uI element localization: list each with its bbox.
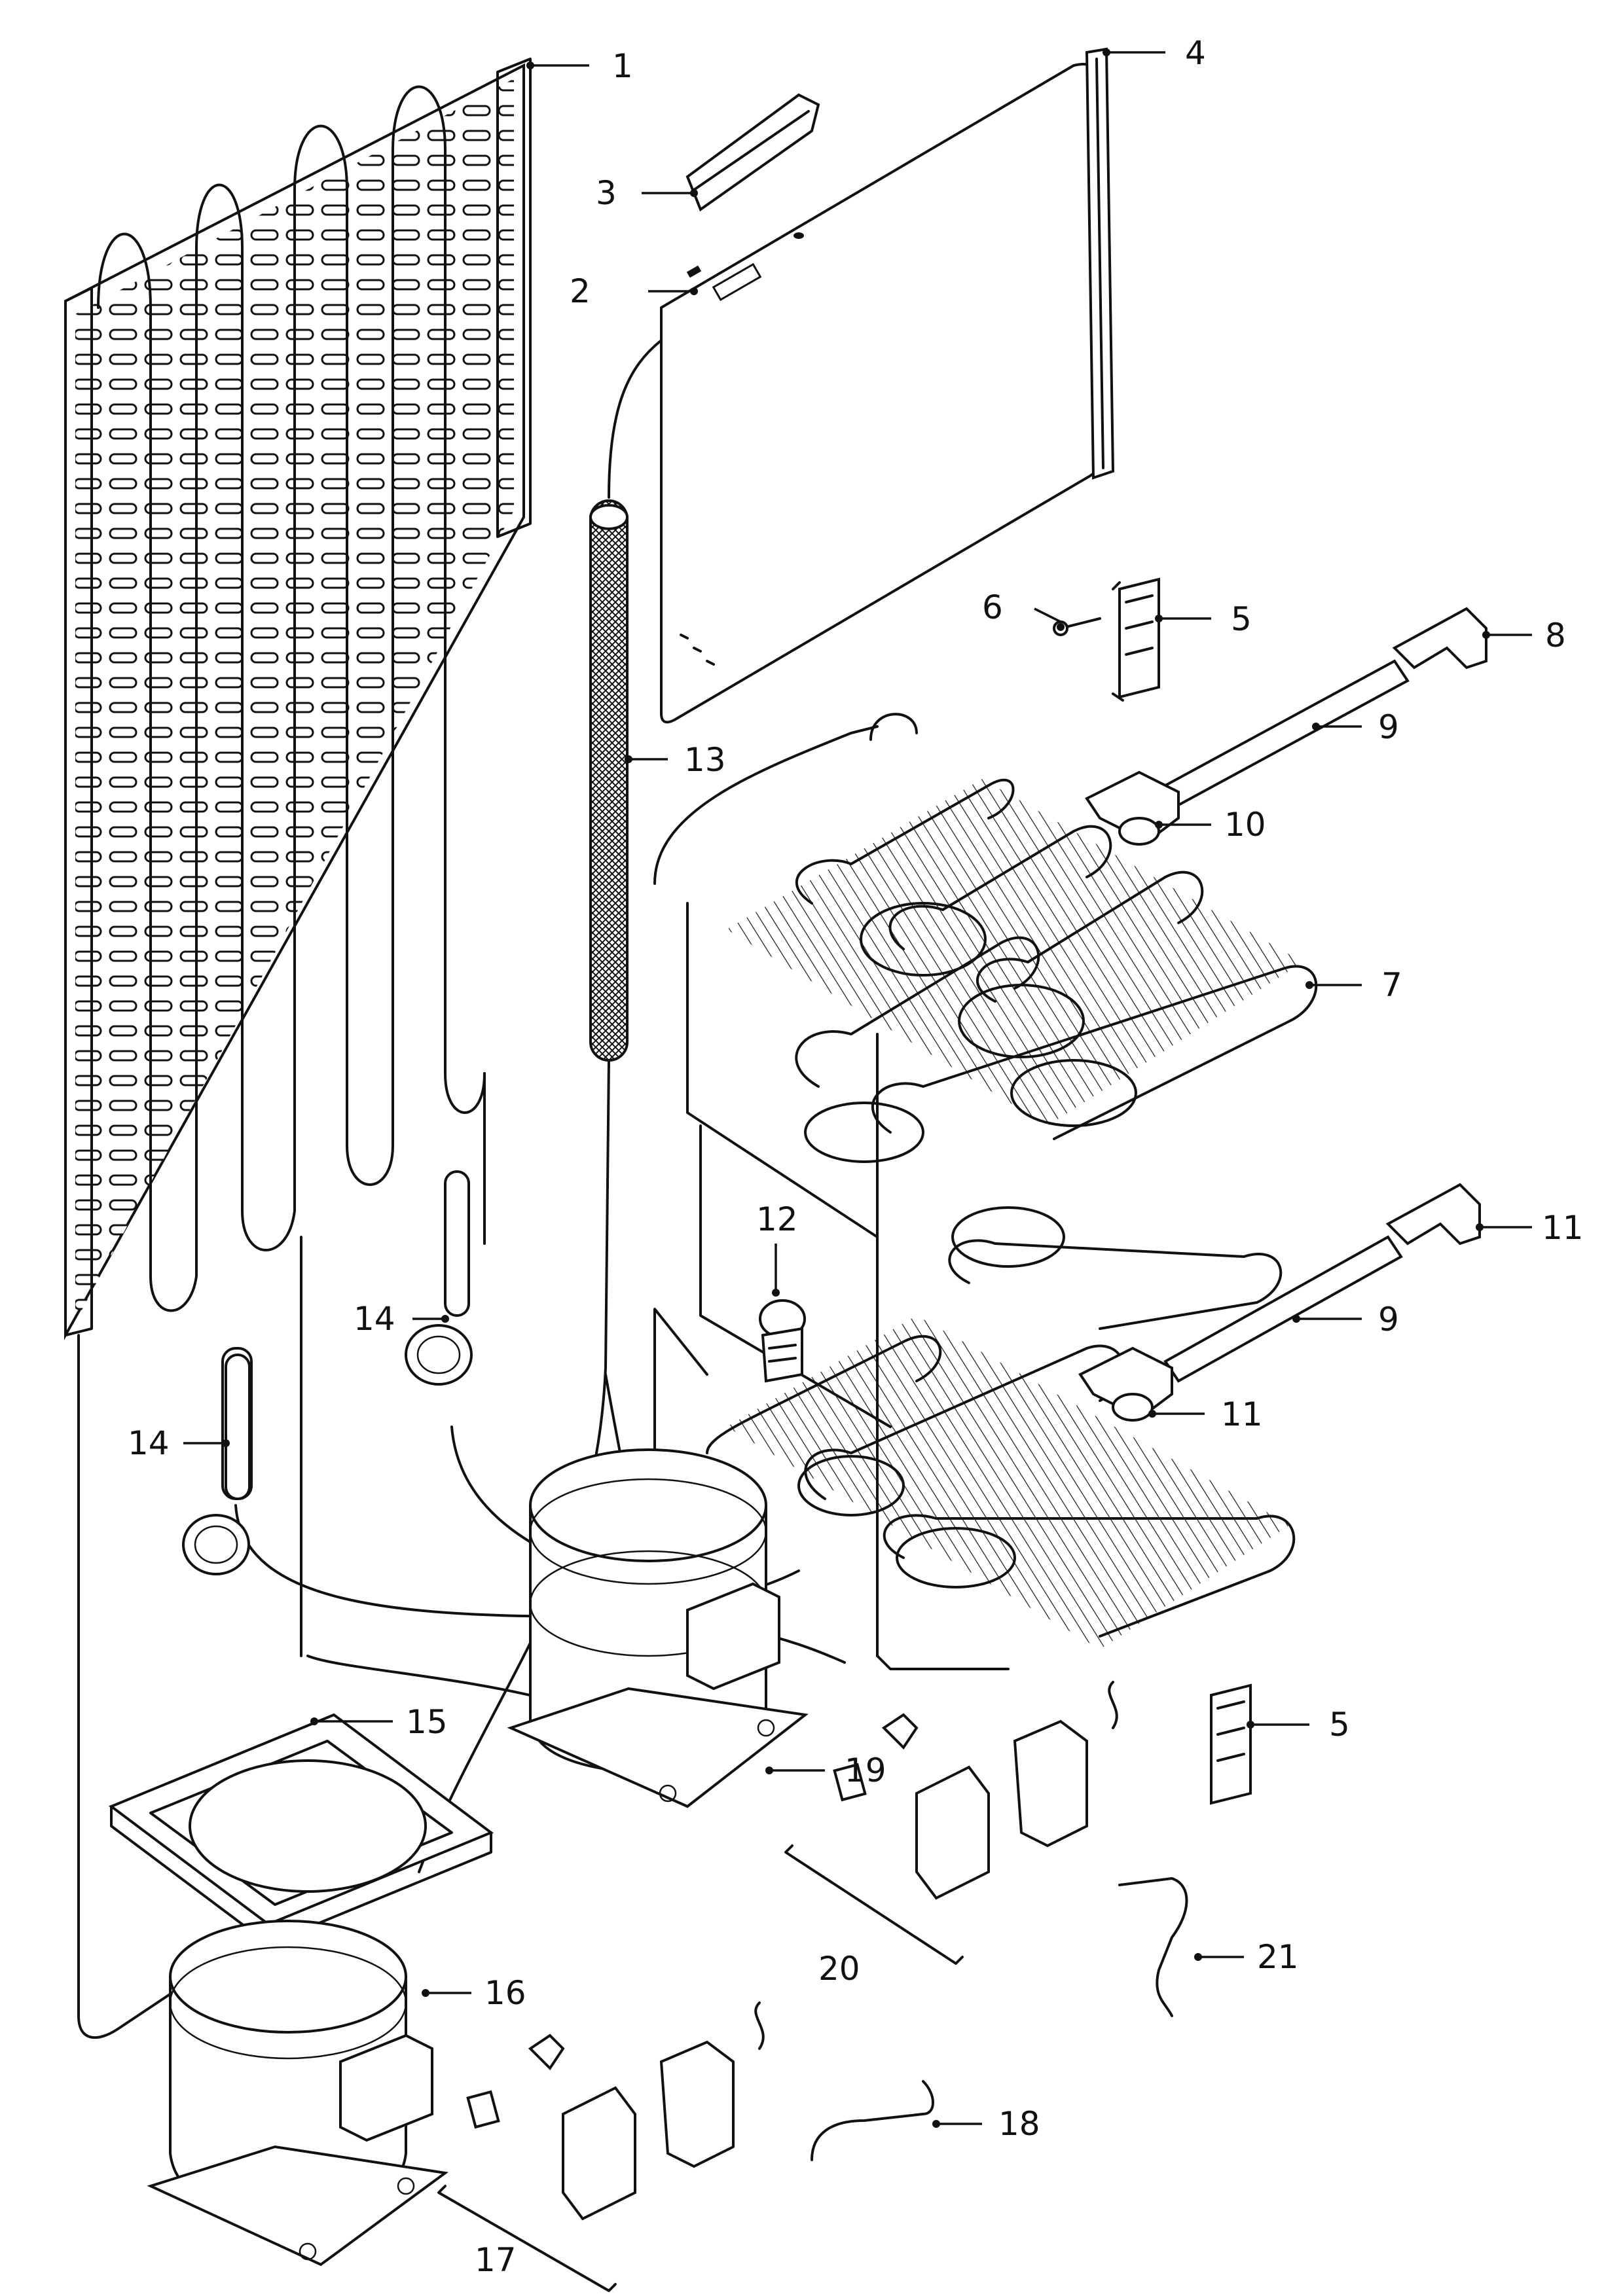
callout-numbers: 1 2 3 4 5 6 7 8 9 10 11 9 11 12 13 14 14…	[128, 34, 1584, 2279]
bracket-5-lower	[1210, 1683, 1252, 1805]
thermostat-clip-12	[759, 1299, 806, 1383]
callout-20: 20	[818, 1950, 860, 1988]
bracket-5-upper	[1112, 577, 1160, 702]
callout-3: 3	[596, 174, 617, 212]
callout-14-right: 14	[354, 1300, 395, 1338]
callout-12: 12	[756, 1200, 798, 1238]
callout-8: 8	[1545, 617, 1566, 655]
callout-21: 21	[1257, 1938, 1299, 1976]
relay-kit-17	[437, 2001, 765, 2292]
callout-16: 16	[484, 1974, 526, 2012]
lower-evaporator-shelf	[653, 1046, 1296, 1670]
wire-21	[1118, 1877, 1188, 2017]
drier-14-left	[182, 1354, 251, 1575]
fan-frame-15	[108, 1713, 494, 1945]
callout-1: 1	[612, 47, 633, 85]
callout-15: 15	[406, 1703, 448, 1741]
leader-lines	[183, 48, 1532, 2128]
rail-upper	[1085, 607, 1487, 846]
rail-lower	[1078, 1183, 1481, 1422]
wire-18	[811, 2080, 934, 2161]
callout-5-lower: 5	[1329, 1706, 1350, 1744]
compressor-19	[507, 1448, 809, 1808]
upper-evaporator-shelf	[653, 713, 1318, 1238]
relay-kit-20	[784, 1681, 1118, 1965]
callout-11-lower: 11	[1221, 1395, 1263, 1433]
callout-19: 19	[845, 1751, 886, 1789]
callout-13: 13	[684, 741, 726, 779]
callout-5-upper: 5	[1231, 600, 1252, 638]
callout-7: 7	[1381, 966, 1402, 1004]
drier-14-right	[405, 1170, 473, 1386]
callout-18: 18	[998, 2105, 1040, 2143]
callout-11-upper: 11	[1542, 1209, 1584, 1247]
evaporator-plate	[608, 63, 1101, 724]
callout-4: 4	[1185, 34, 1206, 72]
callout-14-left: 14	[128, 1424, 170, 1462]
callout-6: 6	[982, 588, 1003, 626]
callout-17: 17	[475, 2241, 517, 2279]
callout-9-lower: 9	[1378, 1300, 1399, 1338]
callout-2: 2	[570, 272, 591, 310]
callout-10: 10	[1224, 806, 1266, 844]
callout-9-upper: 9	[1378, 708, 1399, 746]
compressor-16	[147, 1920, 449, 2267]
seal-strip	[1085, 47, 1115, 480]
evaporator-clip	[685, 93, 820, 212]
